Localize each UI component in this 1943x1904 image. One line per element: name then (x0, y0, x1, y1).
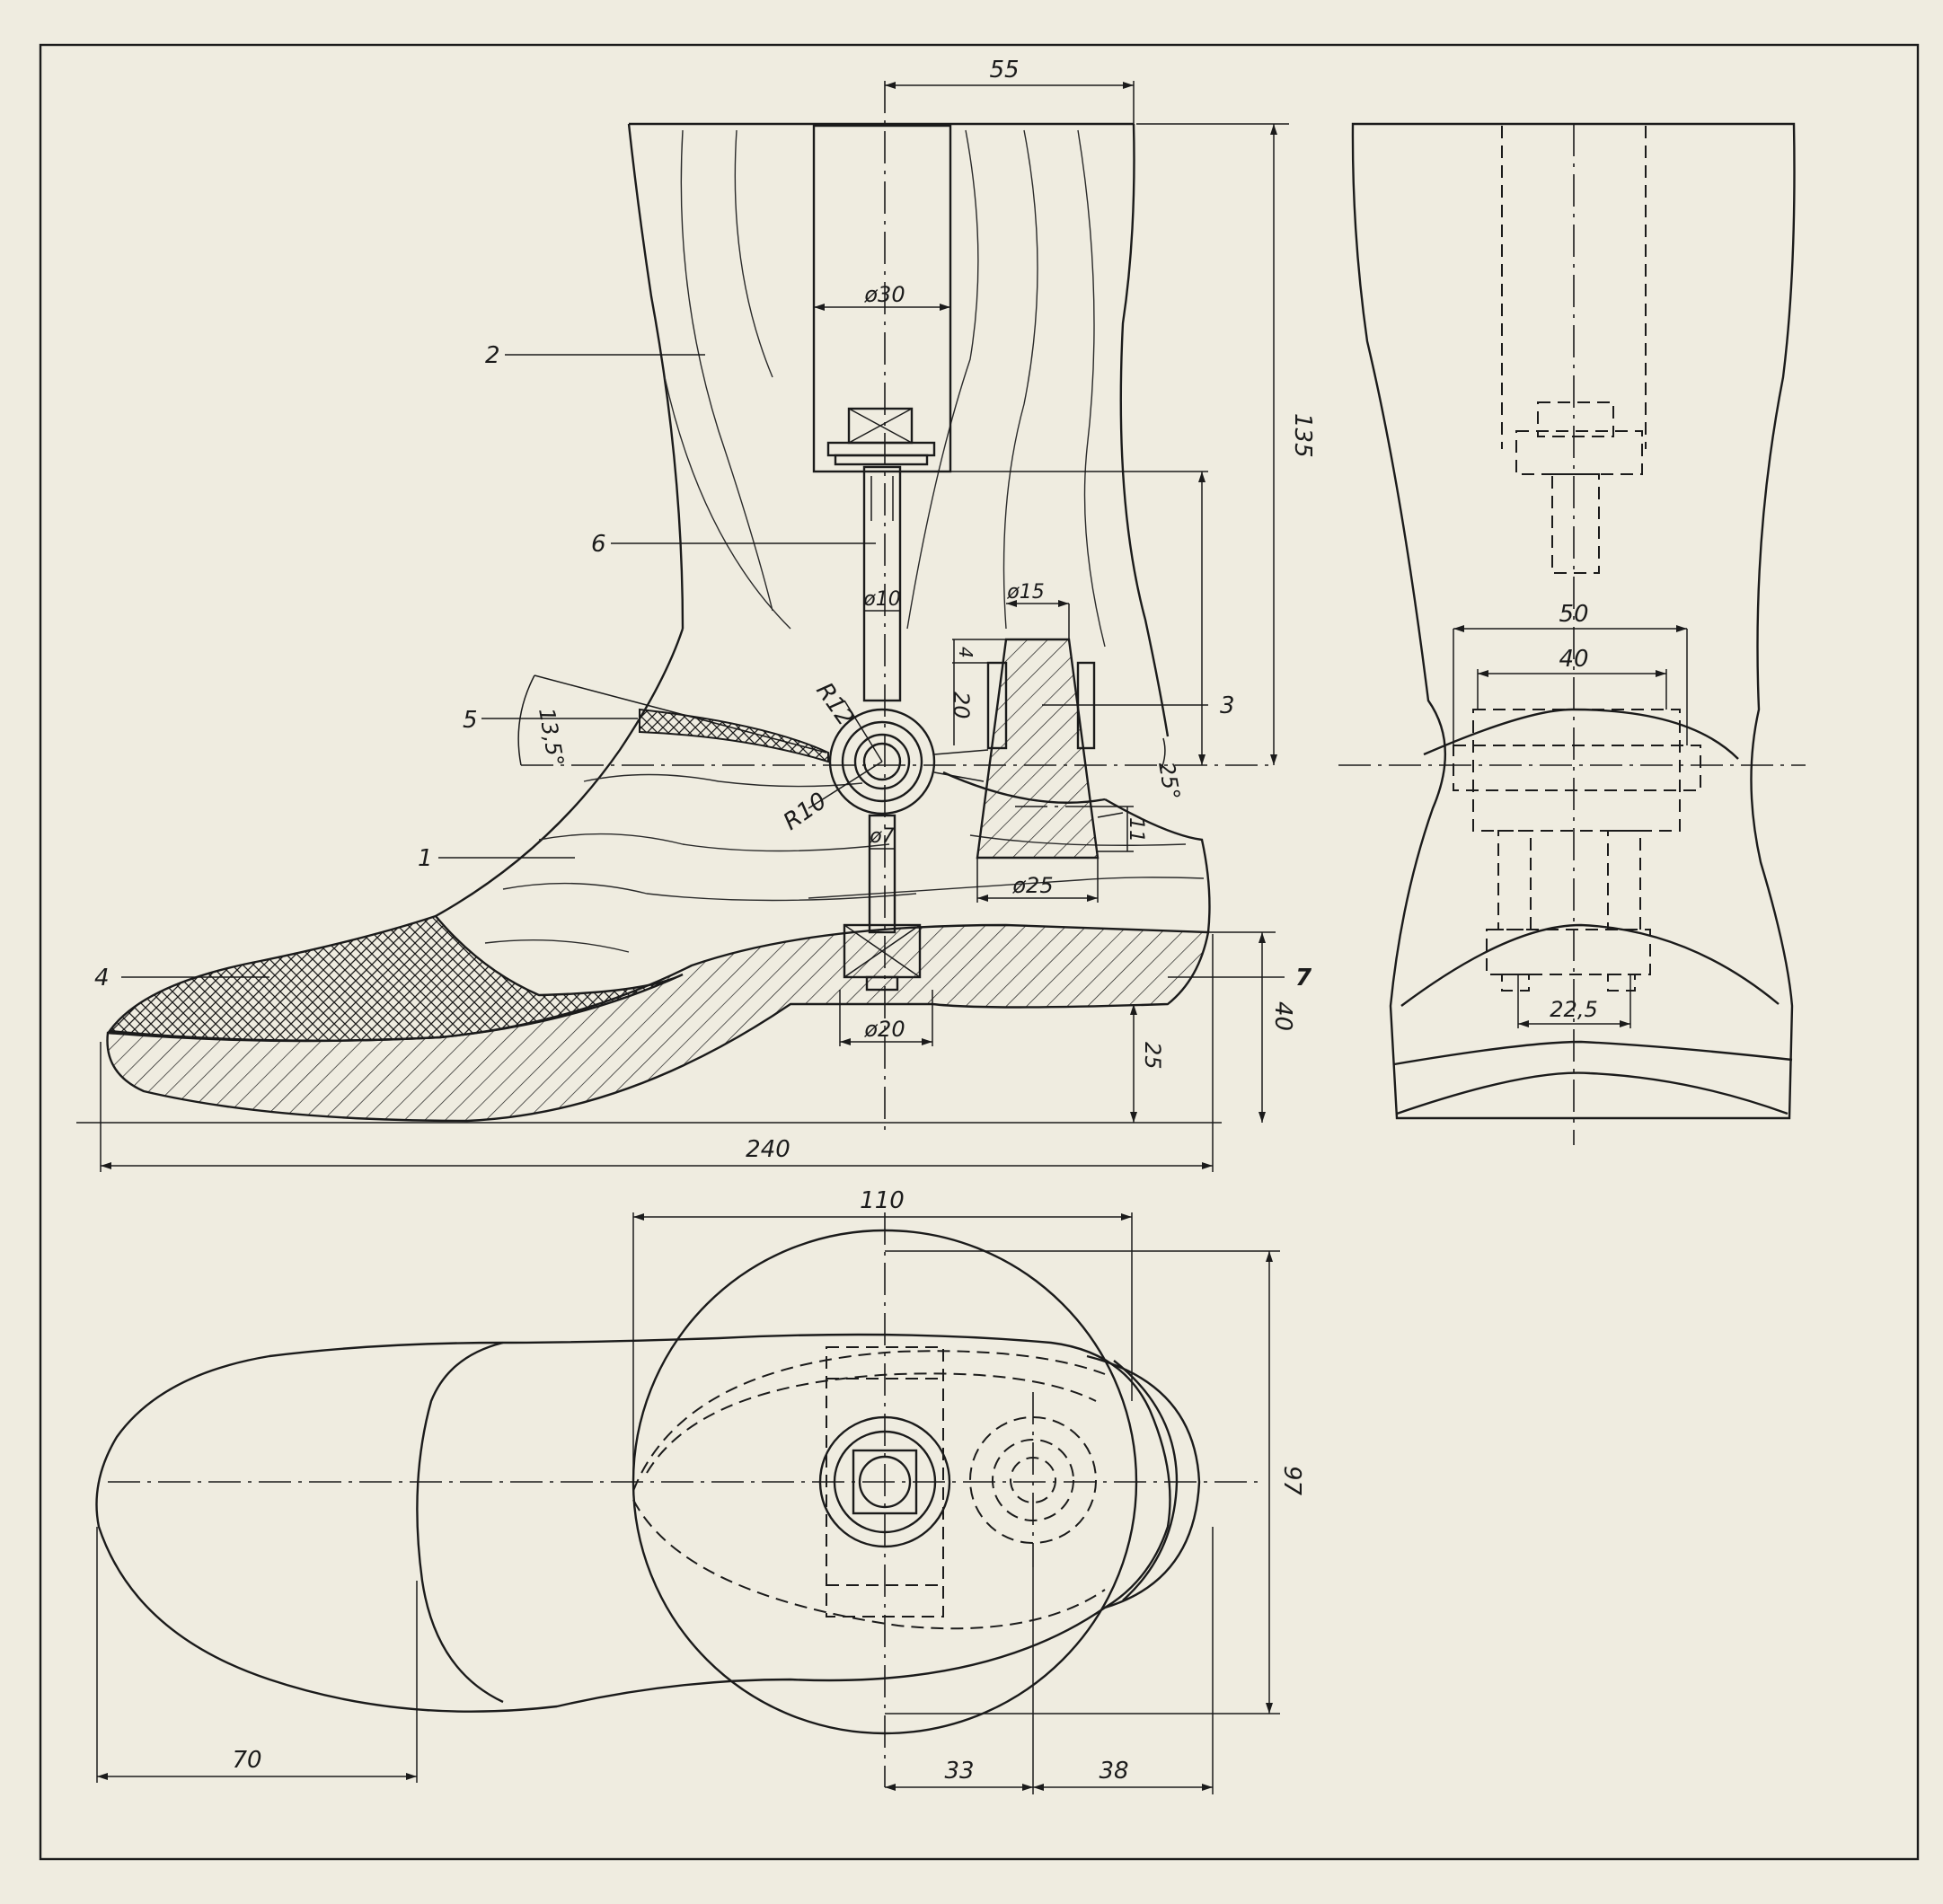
ankle-joint-outer (828, 708, 936, 815)
front-view-outline (1351, 122, 1796, 1120)
wedge-part-5 (639, 708, 829, 763)
dim-dia30: ø30 (863, 282, 905, 307)
heel-outline (1104, 798, 1211, 933)
dim-dia15: ø15 (1006, 581, 1044, 604)
part-label-1: 1 (418, 845, 433, 872)
dim-dia7: ø7 (869, 825, 894, 848)
dim-22-5: 22,5 (1550, 997, 1597, 1022)
part-label-7: 7 (1295, 965, 1312, 992)
drawing-frame (39, 43, 1920, 1861)
dim-33: 33 (944, 1758, 974, 1785)
part-label-5: 5 (463, 707, 478, 734)
top-view: 110 97 70 33 38 (95, 1187, 1305, 1794)
dim-50: 50 (1559, 601, 1588, 628)
dim-38: 38 (1099, 1758, 1128, 1785)
foot-body-outline (435, 628, 684, 918)
dim-11: 11 (1125, 817, 1147, 842)
leg-outline-right (1119, 123, 1170, 737)
part-label-3: 3 (1220, 692, 1235, 719)
side-view: 55 135 ø30 ø10 ø15 4 20 R12 R10 (76, 57, 1316, 1172)
dim-dia20: ø20 (863, 1017, 905, 1042)
dim-4: 4 (955, 647, 976, 658)
dim-55: 55 (989, 57, 1019, 84)
dim-25: 25 (1140, 1042, 1165, 1070)
part-label-4: 4 (94, 965, 110, 992)
dim-40-front: 40 (1559, 646, 1588, 673)
dim-dia25: ø25 (1011, 873, 1053, 898)
socket-bore (812, 124, 952, 473)
leg-outline-left (627, 123, 684, 630)
part-label-6: 6 (591, 531, 606, 558)
part-label-2: 2 (485, 342, 500, 369)
front-view: 50 40 22,5 (1338, 122, 1806, 1145)
dim-135: 135 (1289, 413, 1316, 458)
dim-97: 97 (1278, 1466, 1305, 1496)
bolt-shaft (862, 465, 902, 702)
top-view-sole-outline (95, 1333, 1171, 1713)
toe-cap (107, 914, 684, 1042)
dim-r10: R10 (779, 788, 832, 836)
dim-240: 240 (746, 1136, 790, 1163)
dim-r12: R12 (810, 678, 859, 731)
dim-70: 70 (232, 1747, 261, 1774)
dim-20: 20 (949, 692, 974, 719)
dim-110: 110 (860, 1187, 905, 1214)
dim-40: 40 (1269, 1001, 1296, 1031)
dim-angle-25: 25° (1153, 760, 1185, 802)
dim-dia10: ø10 (862, 588, 900, 611)
dim-angle-13-5: 13,5° (534, 706, 569, 768)
